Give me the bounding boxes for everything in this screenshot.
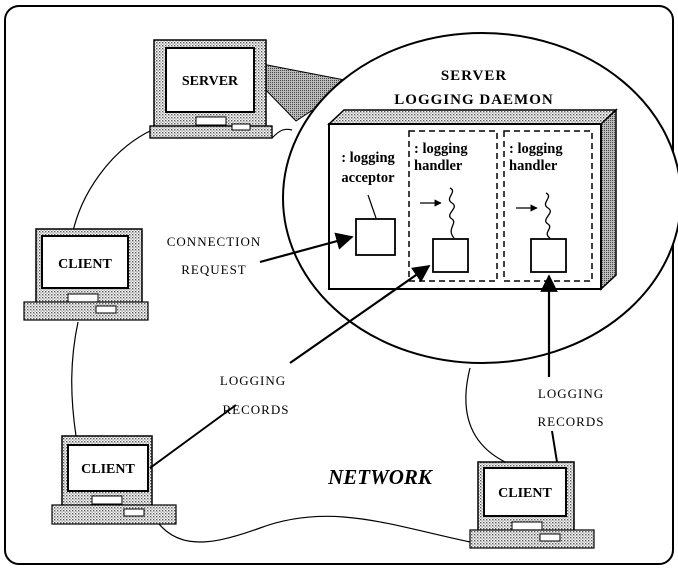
client-bottom-left-label: CLIENT — [81, 462, 135, 477]
connection-request-line2: REQUEST — [181, 262, 247, 277]
client-left-label: CLIENT — [58, 257, 112, 272]
handler1-thread-squiggle — [448, 187, 455, 239]
client-left-computer — [23, 228, 149, 321]
logging-records-right-lower-line — [551, 430, 558, 463]
network-wires — [71, 128, 506, 543]
logging-daemon-box — [327, 108, 618, 291]
wire-ellipse-to-client-bottom-right — [465, 367, 506, 463]
acceptor-box — [355, 218, 396, 256]
logging-records-bottom-left-line — [149, 404, 237, 469]
logging-records-mid-arrow — [289, 264, 431, 364]
handler1-label-line2: handler — [414, 158, 463, 174]
handler2-thread-squiggle — [544, 192, 551, 239]
daemon-title-line1: SERVER — [441, 68, 507, 84]
handler2-label-line2: handler — [509, 158, 558, 174]
network-label: NETWORK — [327, 465, 434, 489]
wire-server-to-client-left — [71, 129, 153, 237]
handler1-box — [432, 238, 469, 273]
daemon-title-line2: LOGGING DAEMON — [394, 92, 553, 108]
connection-request-arrow — [259, 232, 354, 264]
acceptor-connector — [367, 194, 377, 219]
logging-records-mid-line2: RECORDS — [223, 402, 290, 417]
acceptor-label-line1: : logging — [341, 150, 395, 166]
logging-records-right-line1: LOGGING — [538, 386, 604, 401]
handler2-box — [530, 238, 567, 273]
handler1-dashed-boundary — [408, 130, 498, 282]
logging-records-right-line2: RECORDS — [538, 414, 605, 429]
acceptor-label-line2: acceptor — [341, 170, 395, 186]
client-bottom-right-computer — [469, 461, 595, 549]
logging-records-mid-line1: LOGGING — [220, 373, 286, 388]
handler1-label-line1: : logging — [414, 141, 468, 157]
server-computer — [149, 39, 273, 139]
wire-client-left-to-client-bottom-left — [71, 321, 79, 437]
wire-server-to-ellipse — [271, 128, 293, 139]
client-bottom-left-computer — [51, 435, 177, 525]
connection-request-line1: CONNECTION — [167, 234, 262, 249]
server-label: SERVER — [182, 74, 239, 89]
handler2-label-line1: : logging — [509, 141, 563, 157]
wire-client-bottom-left-to-client-bottom-right — [147, 507, 471, 543]
client-bottom-right-label: CLIENT — [498, 486, 552, 501]
